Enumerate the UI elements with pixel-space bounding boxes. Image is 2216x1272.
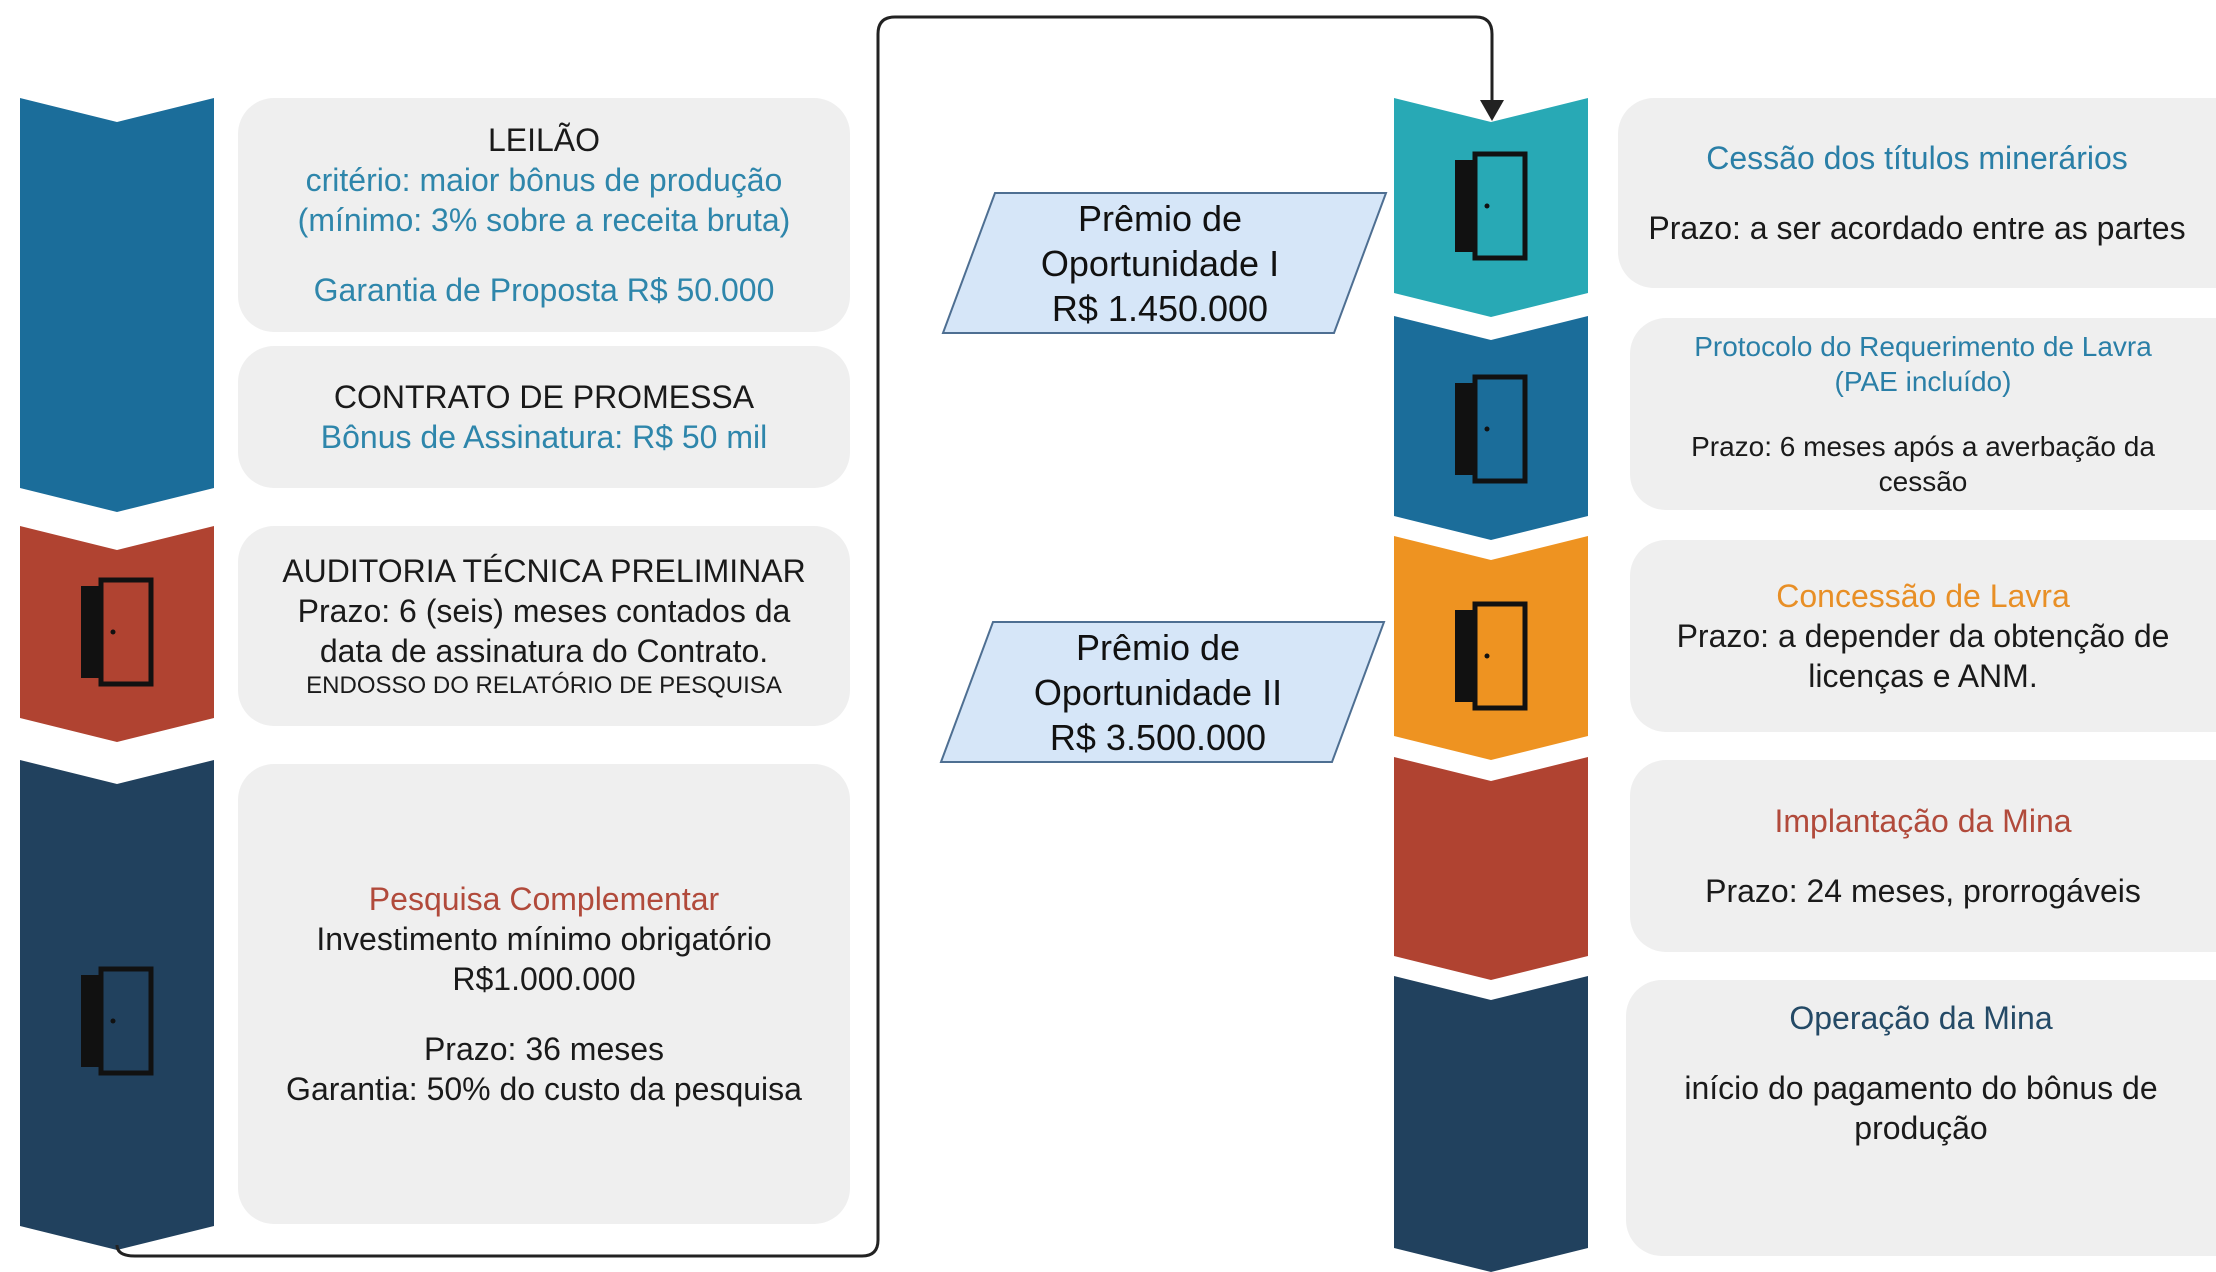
card-contrato: CONTRATO DE PROMESSA Bônus de Assinatura… — [238, 346, 850, 488]
card-implantacao: Implantação da Mina Prazo: 24 meses, pro… — [1630, 760, 2216, 952]
chevron-operacao — [1394, 976, 1588, 1272]
premio-2-line2: Oportunidade II — [1033, 671, 1283, 713]
protocolo-text2: cessão — [1878, 466, 1968, 497]
premio-2: Prêmio de Oportunidade II R$ 3.500.000 — [988, 622, 1328, 762]
premio-1-line1: Prêmio de — [1077, 197, 1243, 239]
card-cessao: Cessão dos títulos minerários Prazo: a s… — [1618, 98, 2216, 288]
auditoria-note: ENDOSSO DO RELATÓRIO DE PESQUISA — [306, 672, 782, 699]
implantacao-text: Prazo: 24 meses, prorrogáveis — [1705, 873, 2141, 909]
chevron-cessao — [1394, 98, 1588, 317]
card-concessao: Concessão de Lavra Prazo: a depender da … — [1630, 540, 2216, 732]
chevron-auditoria — [20, 526, 214, 742]
chevron-leilao — [20, 98, 214, 512]
contrato-title: CONTRATO DE PROMESSA — [333, 379, 755, 415]
door-icon — [81, 577, 154, 687]
concessao-text2: licenças e ANM. — [1808, 658, 2038, 694]
protocolo-text1: Prazo: 6 meses após a averbação da — [1691, 431, 2155, 462]
door-icon — [81, 966, 154, 1076]
premio-1-line2: Oportunidade I — [1040, 242, 1280, 284]
leilao-guarantee: Garantia de Proposta R$ 50.000 — [313, 272, 775, 308]
card-leilao: LEILÃO critério: maior bônus de produção… — [238, 98, 850, 332]
operacao-text1: início do pagamento do bônus de — [1684, 1070, 2158, 1106]
cessao-text: Prazo: a ser acordado entre as partes — [1648, 210, 2186, 246]
auditoria-line1: Prazo: 6 (seis) meses contados da — [297, 593, 791, 629]
concessao-title: Concessão de Lavra — [1776, 578, 2070, 614]
leilao-criterion: critério: maior bônus de produção — [305, 162, 783, 198]
implantacao-title: Implantação da Mina — [1774, 803, 2072, 839]
door-icon — [1455, 374, 1528, 484]
pesquisa-line3: Prazo: 36 meses — [423, 1031, 665, 1067]
operacao-title: Operação da Mina — [1789, 1000, 2053, 1036]
contrato-bonus: Bônus de Assinatura: R$ 50 mil — [320, 419, 768, 455]
premio-1-value: R$ 1.450.000 — [1051, 287, 1269, 329]
operacao-text2: produção — [1854, 1110, 1988, 1146]
door-icon — [1455, 601, 1528, 711]
concessao-text1: Prazo: a depender da obtenção de — [1676, 618, 2170, 654]
premio-1: Prêmio de Oportunidade I R$ 1.450.000 — [990, 193, 1330, 333]
premio-2-line1: Prêmio de — [1075, 626, 1241, 668]
protocolo-title2: (PAE incluído) — [1834, 366, 2012, 397]
leilao-title: LEILÃO — [487, 122, 601, 158]
chevron-concessao — [1394, 536, 1588, 760]
auditoria-title: AUDITORIA TÉCNICA PRELIMINAR — [282, 553, 806, 589]
auditoria-line2: data de assinatura do Contrato. — [319, 633, 769, 669]
premio-shape-1 — [941, 192, 1388, 334]
cessao-title: Cessão dos títulos minerários — [1706, 140, 2128, 176]
leilao-minimum: (mínimo: 3% sobre a receita bruta) — [297, 202, 791, 238]
premio-2-value: R$ 3.500.000 — [1049, 716, 1267, 758]
pesquisa-line1: Investimento mínimo obrigatório — [316, 921, 772, 957]
chevron-pesquisa — [20, 760, 214, 1250]
pesquisa-line2: R$1.000.000 — [452, 961, 636, 997]
card-pesquisa: Pesquisa Complementar Investimento mínim… — [238, 764, 850, 1224]
door-icon — [1455, 151, 1528, 261]
flow-connector — [115, 15, 1494, 1258]
pesquisa-title: Pesquisa Complementar — [368, 881, 720, 917]
chevron-implantacao — [1394, 757, 1588, 980]
card-auditoria: AUDITORIA TÉCNICA PRELIMINAR Prazo: 6 (s… — [238, 526, 850, 726]
premio-shape-2 — [939, 621, 1386, 763]
protocolo-title1: Protocolo do Requerimento de Lavra — [1694, 331, 2152, 362]
arrow-head-icon — [1480, 100, 1504, 121]
card-protocolo: Protocolo do Requerimento de Lavra (PAE … — [1630, 318, 2216, 510]
pesquisa-line4: Garantia: 50% do custo da pesquisa — [286, 1071, 802, 1107]
chevron-protocolo — [1394, 316, 1588, 540]
card-operacao: Operação da Mina início do pagamento do … — [1626, 980, 2216, 1256]
